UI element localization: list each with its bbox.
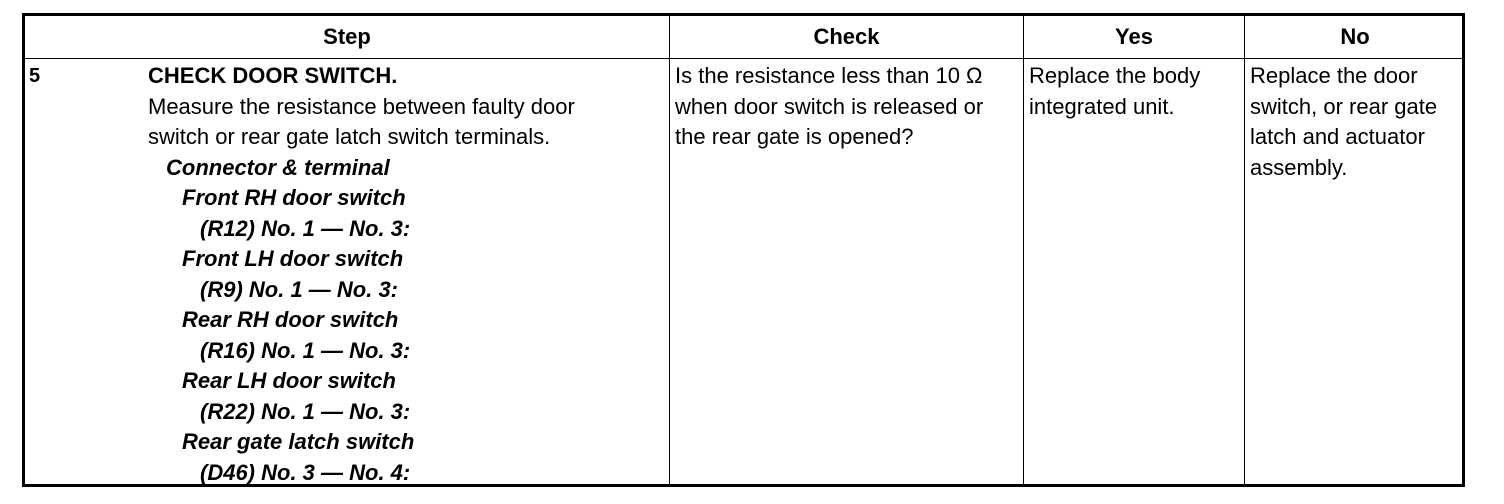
- switch-terminal: (R12) No. 1 — No. 3:: [200, 215, 411, 241]
- header-check: Check: [813, 24, 880, 49]
- step-number: 5: [29, 65, 41, 87]
- header-no: No: [1340, 24, 1370, 49]
- switch-name: Front LH door switch: [182, 246, 404, 271]
- switch-terminal: (D46) No. 3 — No. 4:: [200, 459, 411, 485]
- check-line: when door switch is released or: [675, 93, 984, 119]
- column-divider: [669, 16, 670, 484]
- check-line: Is the resistance less than 10 Ω: [675, 63, 983, 88]
- check-line: the rear gate is opened?: [675, 124, 914, 149]
- header-step: Step: [323, 24, 371, 49]
- switch-name: Rear gate latch switch: [182, 429, 415, 454]
- no-line: assembly.: [1250, 154, 1348, 180]
- switch-terminal: (R22) No. 1 — No. 3:: [200, 398, 411, 424]
- yes-line: Replace the body: [1029, 63, 1201, 88]
- no-line: switch, or rear gate: [1250, 93, 1438, 119]
- no-line: latch and actuator: [1250, 124, 1425, 149]
- step-title: CHECK DOOR SWITCH.: [148, 63, 398, 88]
- yes-line: integrated unit.: [1029, 93, 1175, 119]
- column-divider: [1244, 16, 1245, 484]
- column-divider: [1023, 16, 1024, 484]
- switch-name: Front RH door switch: [182, 185, 406, 210]
- switch-terminal: (R16) No. 1 — No. 3:: [200, 337, 411, 363]
- connector-heading: Connector & terminal: [166, 154, 390, 180]
- step-description-line: switch or rear gate latch switch termina…: [148, 124, 551, 149]
- yes-cell: Replace the body integrated unit.: [1029, 61, 1200, 122]
- switch-terminal: (R9) No. 1 — No. 3:: [200, 276, 399, 302]
- check-cell: Is the resistance less than 10 Ω when do…: [675, 61, 983, 153]
- diagnostic-table: Step Check Yes No 5 CHECK DOOR SWITCH. M…: [22, 13, 1465, 487]
- no-line: Replace the door: [1250, 63, 1418, 88]
- switch-name: Rear RH door switch: [182, 307, 399, 332]
- step-cell: CHECK DOOR SWITCH. Measure the resistanc…: [148, 61, 575, 488]
- header-divider: [25, 58, 1462, 59]
- no-cell: Replace the door switch, or rear gate la…: [1250, 61, 1437, 183]
- step-description-line: Measure the resistance between faulty do…: [148, 93, 575, 119]
- switch-name: Rear LH door switch: [182, 368, 396, 393]
- header-yes: Yes: [1115, 24, 1153, 49]
